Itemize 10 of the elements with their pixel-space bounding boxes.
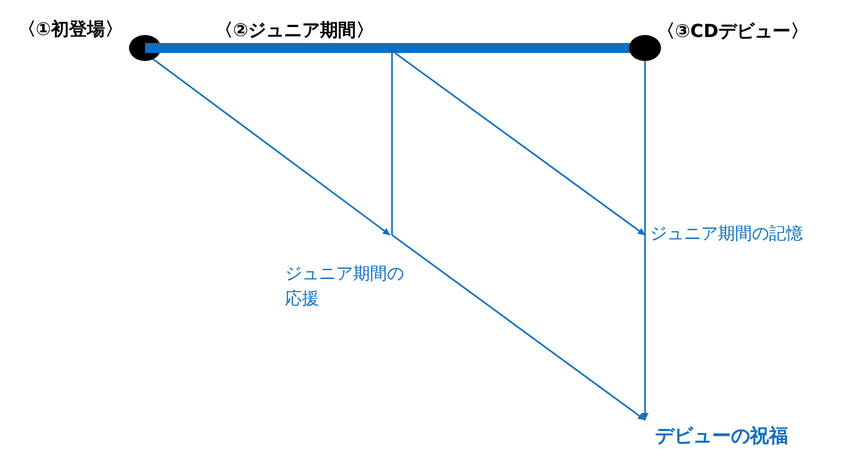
connector-arrow [642, 61, 648, 420]
stage-label: ジュニア期間の記憶 [650, 223, 803, 246]
milestone-label: 〈③CDデビュー〉 [657, 20, 808, 44]
connector-arrow [394, 52, 646, 236]
connector-arrow [392, 234, 646, 421]
stage-label: ジュニア期間の応援 [285, 263, 405, 311]
period-heading: 〈②ジュニア期間〉 [215, 19, 374, 43]
connector-arrow [152, 58, 390, 236]
stage-label: デビューの祝福 [655, 424, 788, 449]
milestone-label: 〈①初登場〉 [18, 18, 123, 42]
